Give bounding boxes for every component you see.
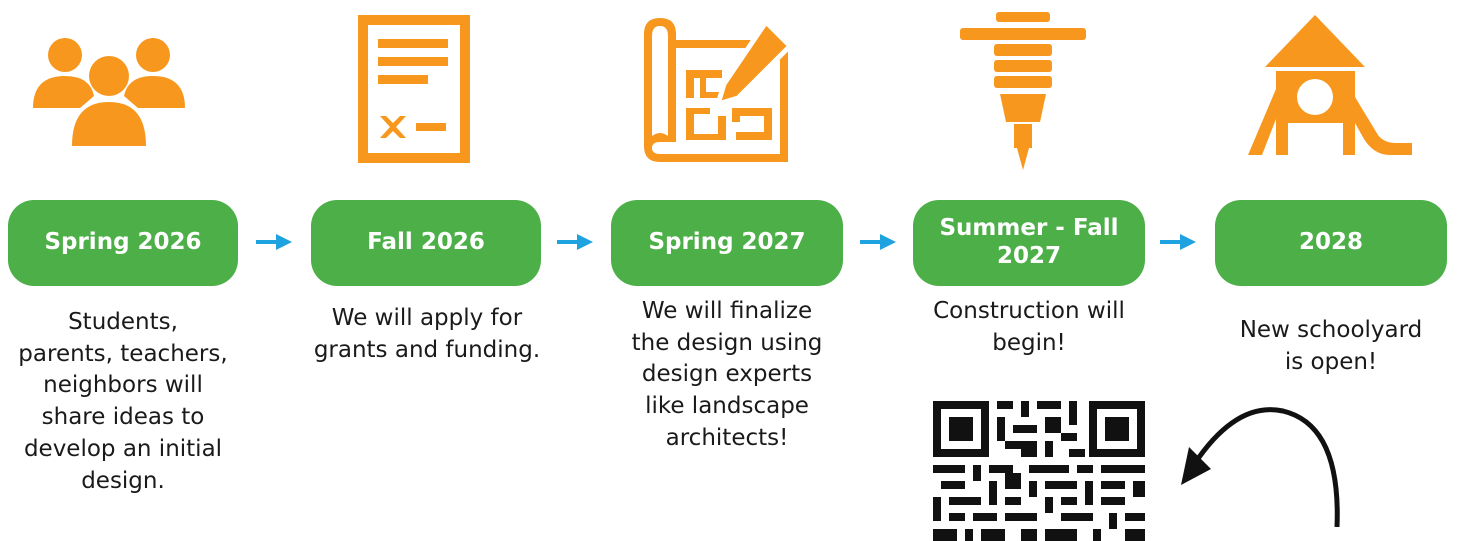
qr-code-icon [933, 401, 1145, 541]
step-3-description: We will finalize the design using design… [631, 298, 823, 451]
step-3-date-badge: Spring 2027 [611, 200, 843, 286]
step-4-description: Construction will begin! [933, 298, 1125, 356]
blueprint-pencil-icon [644, 18, 794, 162]
step-2-description: We will apply for grants and funding. [313, 305, 541, 363]
people-group-icon [33, 38, 185, 146]
step-1-description: Students, parents, teachers, neighbors w… [18, 309, 228, 494]
arrow-right-icon [557, 234, 593, 250]
arrow-right-icon [860, 234, 896, 250]
application-form-icon [358, 15, 470, 163]
step-5-description: New schoolyard is open! [1239, 317, 1423, 375]
step-1-date-badge: Spring 2026 [8, 200, 238, 286]
playground-slide-icon [1248, 15, 1412, 155]
arrow-right-icon [1160, 234, 1196, 250]
curved-arrow-icon [1181, 407, 1340, 527]
step-4-date-badge: Summer - Fall 2027 [913, 200, 1145, 286]
jackhammer-icon [960, 12, 1086, 170]
step-5-date-badge: 2028 [1215, 200, 1447, 286]
step-2-date-badge: Fall 2026 [311, 200, 541, 286]
arrow-right-icon [256, 234, 292, 250]
